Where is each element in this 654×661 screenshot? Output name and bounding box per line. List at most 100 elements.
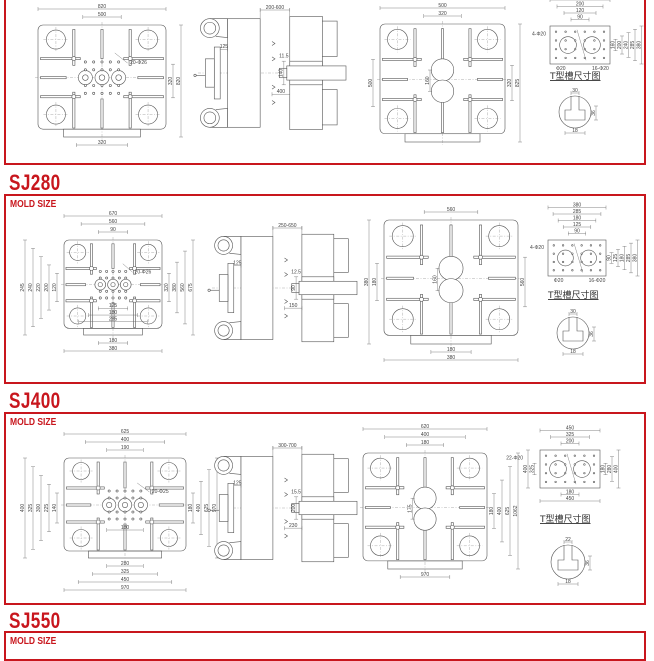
mounting-hole [574,56,577,60]
dimension-label: 325 [566,432,575,438]
mounting-hole [123,510,127,514]
mounting-hole [100,91,104,95]
injection-cylinder [333,303,349,338]
t-slot [111,243,115,269]
mounting-hole [544,480,548,484]
t-slot [463,57,503,61]
dimension-label: 285 [576,0,585,1]
moving-platen [240,236,274,340]
mounting-hole [589,244,593,247]
nozzle-hole [430,58,455,82]
mounting-hole [92,91,96,95]
dimension-label: 300-700 [278,443,297,449]
t-slot [386,297,429,301]
dimension-label: 200 [617,41,623,50]
injection-cylinder [333,458,349,493]
toggle-link-eye [214,541,233,560]
mounting-hole [131,510,135,514]
dimension-label: 180 [121,525,130,531]
nozzle-hole [559,36,577,54]
knockout-mark [271,84,276,90]
slot-end-hole [467,57,473,62]
mold-size-label: MOLD SIZE [10,199,57,210]
dimension-label: 200 [291,504,297,513]
mounting-hole [592,454,596,457]
mounting-hole [573,463,576,466]
mounting-hole [92,68,96,72]
t-slot [123,461,127,489]
dimension-label: 36 [585,560,591,566]
toggle-link-eye [214,321,233,340]
t-slot-profile [564,96,586,121]
dimension-label: 625 [204,504,210,513]
ejector-hole [110,282,116,288]
mounting-hole [564,39,567,42]
t-slot [382,57,422,61]
dimension-label: 380 [636,41,642,50]
mounting-hole [98,276,102,280]
hole-note: 20-Φ26 [130,60,147,66]
dimension-label: 320 [438,11,447,17]
mold-size-label: MOLD SIZE [10,417,57,428]
mounting-hole [552,260,555,264]
t-slot [123,57,164,61]
slot-end-hole [95,485,101,491]
dimension-label: 180 [573,215,582,221]
mounting-hole [554,480,557,484]
mounting-hole [580,244,583,247]
t-slot [479,224,482,265]
mounting-hole [123,496,127,500]
toggle-link-pin [217,324,230,337]
mounting-hole [115,489,119,493]
mounting-hole [583,472,586,475]
dimension-label: 560 [180,283,186,292]
dimension-label: 300 [36,504,42,513]
dimension-label: 380 [109,346,118,352]
mounting-hole [100,68,104,72]
nozzle-hole [430,79,455,103]
dimension-label: 380 [573,202,582,208]
dimension-label: 240 [28,283,34,292]
mounting-hole [131,517,135,521]
t-slot [441,28,444,60]
mounting-hole [92,60,96,64]
mounting-hole [139,489,143,493]
mounting-hole [589,252,593,255]
dimension-label: 380 [364,278,370,287]
leader-line [573,243,583,273]
toggle-link-eye [200,18,220,38]
t-slot [365,525,405,529]
mounting-hole [544,454,548,457]
mounting-hole [105,289,109,293]
leader-line [576,29,587,61]
dimension-label: 36 [589,331,595,337]
mounting-hole [117,269,121,273]
t-slot [128,29,132,66]
moving-platen [240,456,274,560]
mounting-hole [105,276,109,280]
mounting-hole [108,91,112,95]
dimension-label: 400 [196,504,202,513]
hole-note: 22-Φ20 [506,456,523,462]
mounting-hole [583,30,586,33]
mounting-hole [599,260,602,264]
dimension-label: 380 [632,254,638,263]
dimension-label: 380 [172,283,178,292]
dimension-label: 625 [505,507,511,516]
knockout-mark [284,257,289,263]
toggle-link-eye [200,108,220,128]
ejector-hole [98,74,106,81]
mounting-hole [580,260,583,264]
toggle-link-eye [214,236,233,255]
slot-end-hole [127,94,133,99]
t-slot [445,525,485,529]
mounting-hole [100,84,104,87]
dimension-label: 825 [515,79,521,88]
mounting-hole [123,489,127,493]
mounting-hole [589,260,593,264]
mounting-hole [580,252,583,255]
mounting-hole [115,517,119,521]
t-slot [396,522,400,561]
hole-note: Φ20 [556,66,566,72]
t-slot [386,276,414,280]
